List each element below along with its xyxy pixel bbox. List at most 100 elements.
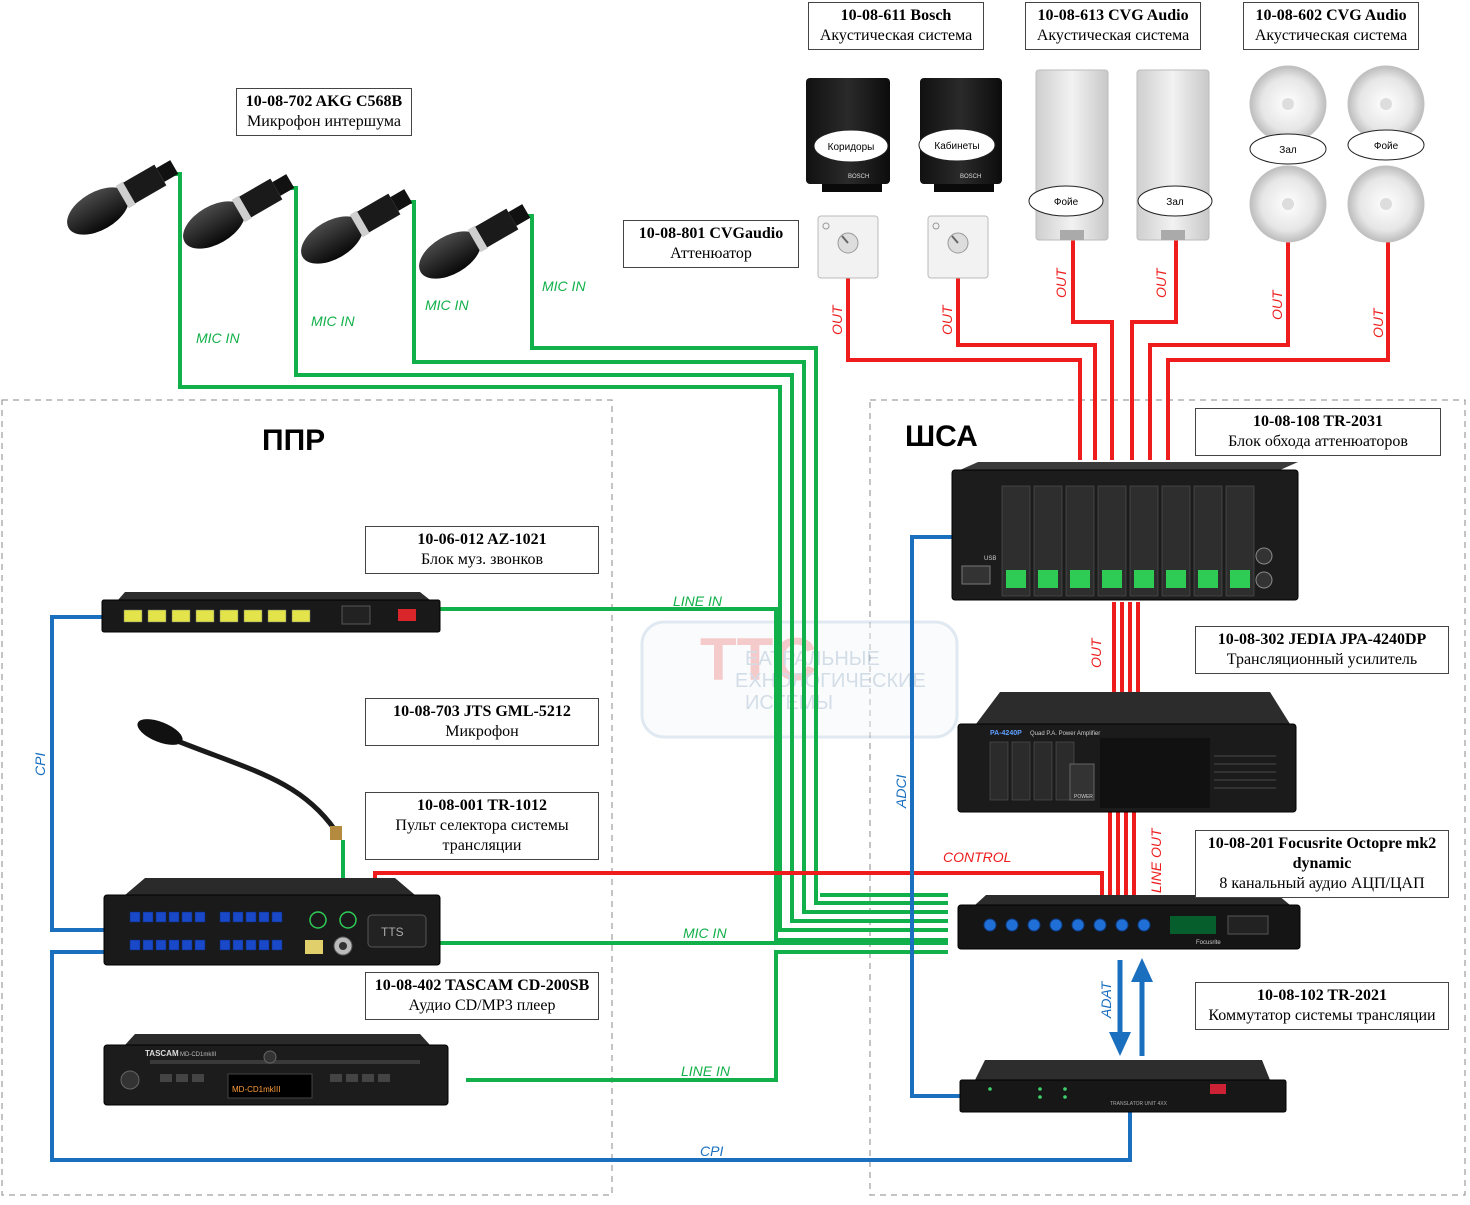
label-tr2031: 10-08-108 TR-2031 Блок обхода аттенюатор… [1195, 408, 1441, 456]
label-attenuator: 10-08-801 CVGaudio Аттенюатор [623, 220, 799, 268]
label-code: 10-08-613 CVG Audio [1037, 7, 1189, 24]
label-code: 10-08-801 CVGaudio [638, 225, 784, 242]
bosch-logo: BOSCH [848, 174, 869, 180]
tascam-cd-player: TASCAM MD-CD1mkIII MD-CD1mkIII [103, 1034, 449, 1106]
cable-tascam [466, 950, 948, 1082]
label-cpi: CPI [32, 753, 48, 776]
label-desc: Акустическая система [1254, 27, 1408, 44]
focusrite-logo: Focusrite [1196, 940, 1221, 946]
cable-control [373, 871, 1104, 902]
label-out: OUT [1153, 267, 1169, 298]
label-code: 10-08-302 JEDIA JPA-4240DP [1217, 631, 1427, 648]
label-desc: Аудио CD/MP3 плеер [408, 997, 556, 1014]
label-tr2021: 10-08-102 TR-2021 Коммутатор системы тра… [1195, 982, 1449, 1030]
column-speaker-hall: Зал [1136, 69, 1213, 241]
label-mic-in: MIC IN [683, 925, 727, 941]
label-code: 10-08-611 Bosch [840, 7, 952, 24]
label-cvg602: 10-08-602 CVG Audio Акустическая система [1243, 2, 1419, 50]
label-out: OUT [939, 304, 955, 335]
label-cvg613: 10-08-613 CVG Audio Акустическая система [1025, 2, 1201, 50]
label-mic-in: MIC IN [196, 330, 240, 346]
label-jedia: 10-08-302 JEDIA JPA-4240DP Трансляционны… [1195, 626, 1449, 674]
label-cpi: CPI [700, 1143, 723, 1159]
speaker-tag: Коридоры [828, 142, 875, 153]
label-az1021: 10-06-012 AZ-1021 Блок муз. звонков [365, 526, 599, 574]
label-mic-in: MIC IN [542, 278, 586, 294]
cable-out4 [1130, 240, 1178, 460]
label-code: 10-08-001 TR-1012 [417, 797, 547, 814]
cable-az1021 [440, 607, 948, 942]
label-bosch: 10-08-611 Bosch Акустическая система [808, 2, 984, 50]
akg-mic-3 [301, 189, 413, 264]
watermark-letter: ТТС [700, 626, 817, 693]
column-speaker-foyer: Фойе [1028, 69, 1109, 241]
label-adat: ADAT [1098, 980, 1114, 1019]
label-code: 10-08-201 Focusrite Octopre mk2 dynamic [1207, 835, 1437, 872]
watermark-line: ИСТЕМЫ [745, 692, 833, 714]
ceiling-speakers: Зал Фойе [1249, 65, 1425, 243]
label-desc: Блок муз. звонков [420, 551, 544, 568]
cable-out5 [1148, 240, 1290, 460]
label-out: OUT [1088, 637, 1104, 668]
attenuator-1 [817, 215, 879, 279]
label-tascam: 10-08-402 TASCAM CD-200SB Аудио CD/MP3 п… [365, 972, 599, 1020]
cable-out6 [1166, 240, 1390, 460]
watermark-line: ЕАТРАЛЬНЫЕ [745, 648, 880, 670]
zone-ppr-boundary [1, 399, 613, 1196]
label-desc: Акустическая система [819, 27, 973, 44]
bosch-logo: BOSCH [960, 174, 981, 180]
label-akg-mic: 10-08-702 AKG C568B Микрофон интершума [236, 88, 412, 136]
label-desc: Микрофон [445, 723, 519, 740]
tascam-brand: TASCAM [145, 1049, 179, 1058]
jts-gooseneck-mic [137, 719, 342, 840]
speaker-tag: Зал [1279, 145, 1297, 156]
cable-out3 [1071, 240, 1114, 460]
label-control: CONTROL [943, 849, 1011, 865]
tascam-display: MD-CD1mkIII [232, 1085, 280, 1094]
label-desc: Аттенюатор [670, 245, 752, 262]
label-out: OUT [829, 304, 845, 335]
cable-out2 [956, 278, 1097, 460]
translator-label: TRANSLATOR UNIT 4XX [1110, 1101, 1168, 1107]
label-mic-in: MIC IN [311, 313, 355, 329]
az1021-chime-unit [101, 592, 441, 633]
tts-logo: TTS [381, 925, 404, 939]
cable-cpi-left [50, 615, 104, 932]
bosch-speaker-cabinets: BOSCH Кабинеты [918, 78, 1002, 192]
label-mic-in: MIC IN [425, 297, 469, 313]
blue-cables [50, 535, 1132, 1162]
label-desc: Пульт селектора системы трансляции [395, 817, 569, 854]
label-out: OUT [1370, 307, 1386, 338]
akg-mic-2 [183, 174, 295, 249]
adat-arrows [1109, 958, 1153, 1056]
focusrite-octopre: Focusrite [957, 895, 1301, 950]
label-code: 10-08-702 AKG C568B [245, 93, 403, 110]
attenuator-2 [927, 215, 989, 279]
speaker-tag: Фойе [1374, 141, 1399, 152]
label-code: 10-08-402 TASCAM CD-200SB [374, 977, 590, 994]
cable-cpi-bottom [50, 950, 1132, 1162]
jedia-amplifier: PA-4240P Quad P.A. Power Amplifier POWER [957, 692, 1297, 813]
label-code: 10-08-102 TR-2021 [1257, 987, 1387, 1004]
speaker-tag: Кабинеты [934, 140, 979, 152]
signal-labels: MIC IN MIC IN MIC IN MIC IN LINE IN MIC … [32, 267, 1386, 1159]
label-code: 10-08-602 CVG Audio [1255, 7, 1407, 24]
usb-label: USB [984, 556, 996, 562]
label-out: OUT [1269, 289, 1285, 320]
jedia-model: PA-4240P [990, 730, 1022, 737]
label-out: OUT [1053, 267, 1069, 298]
speaker-tag: Зал [1166, 197, 1184, 208]
label-code: 10-06-012 AZ-1021 [417, 531, 547, 548]
tr2021-commutator: TRANSLATOR UNIT 4XX [959, 1060, 1287, 1113]
zone-title-ppr: ППР [262, 424, 326, 457]
tr2031-device: USB [951, 462, 1299, 601]
speaker-tag: Фойе [1054, 197, 1079, 208]
label-code: 10-08-703 JTS GML-5212 [393, 703, 571, 720]
cable-adci [910, 535, 960, 1098]
label-desc: Блок обхода аттенюаторов [1228, 433, 1408, 450]
label-desc: Акустическая система [1036, 27, 1190, 44]
cable-out1 [846, 278, 1082, 460]
akg-mic-1 [67, 160, 179, 235]
